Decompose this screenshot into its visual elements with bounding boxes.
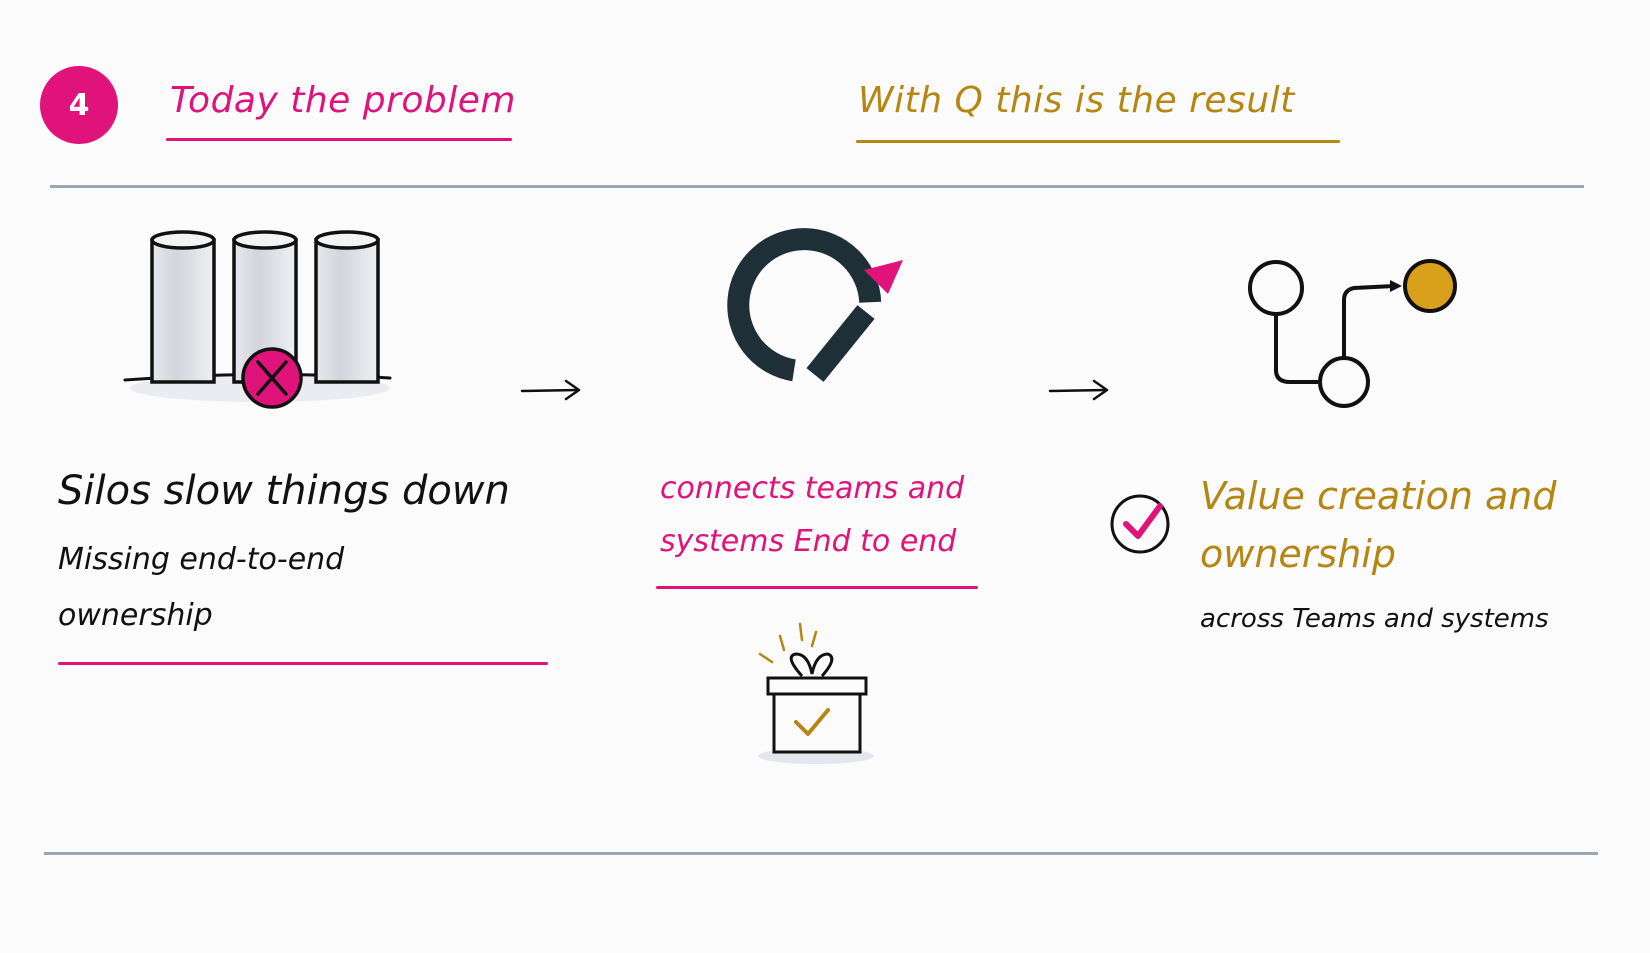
- left-header-underline: [166, 138, 512, 141]
- solution-line1: connects teams and: [660, 471, 965, 506]
- problem-subtitle-line1: Missing end-to-end: [58, 542, 345, 577]
- step-number-badge: 4: [40, 66, 118, 144]
- arrow-right-icon: [520, 379, 581, 401]
- problem-underline: [58, 662, 548, 665]
- problem-subtitle-line2: ownership: [58, 598, 213, 633]
- bottom-divider: [44, 852, 1598, 855]
- arrow-right-icon: [1048, 379, 1109, 401]
- solution-line2: systems End to end: [660, 524, 957, 559]
- check-circle-icon: [1110, 494, 1170, 554]
- right-header-underline: [856, 140, 1340, 143]
- step-number: 4: [68, 87, 90, 123]
- solution-underline: [656, 586, 978, 589]
- flow-path-icon: [1248, 259, 1457, 408]
- silos-blocked-icon: [123, 230, 392, 409]
- result-subtitle: across Teams and systems: [1200, 604, 1549, 634]
- gift-check-icon: [758, 622, 874, 764]
- left-header-title: Today the problem: [170, 80, 516, 121]
- result-title-line2: ownership: [1200, 532, 1396, 576]
- q-logo-icon: [727, 228, 903, 382]
- problem-title: Silos slow things down: [58, 468, 510, 514]
- right-header-title: With Q this is the result: [858, 80, 1295, 121]
- result-title-line1: Value creation and: [1200, 474, 1557, 518]
- top-divider: [50, 185, 1584, 188]
